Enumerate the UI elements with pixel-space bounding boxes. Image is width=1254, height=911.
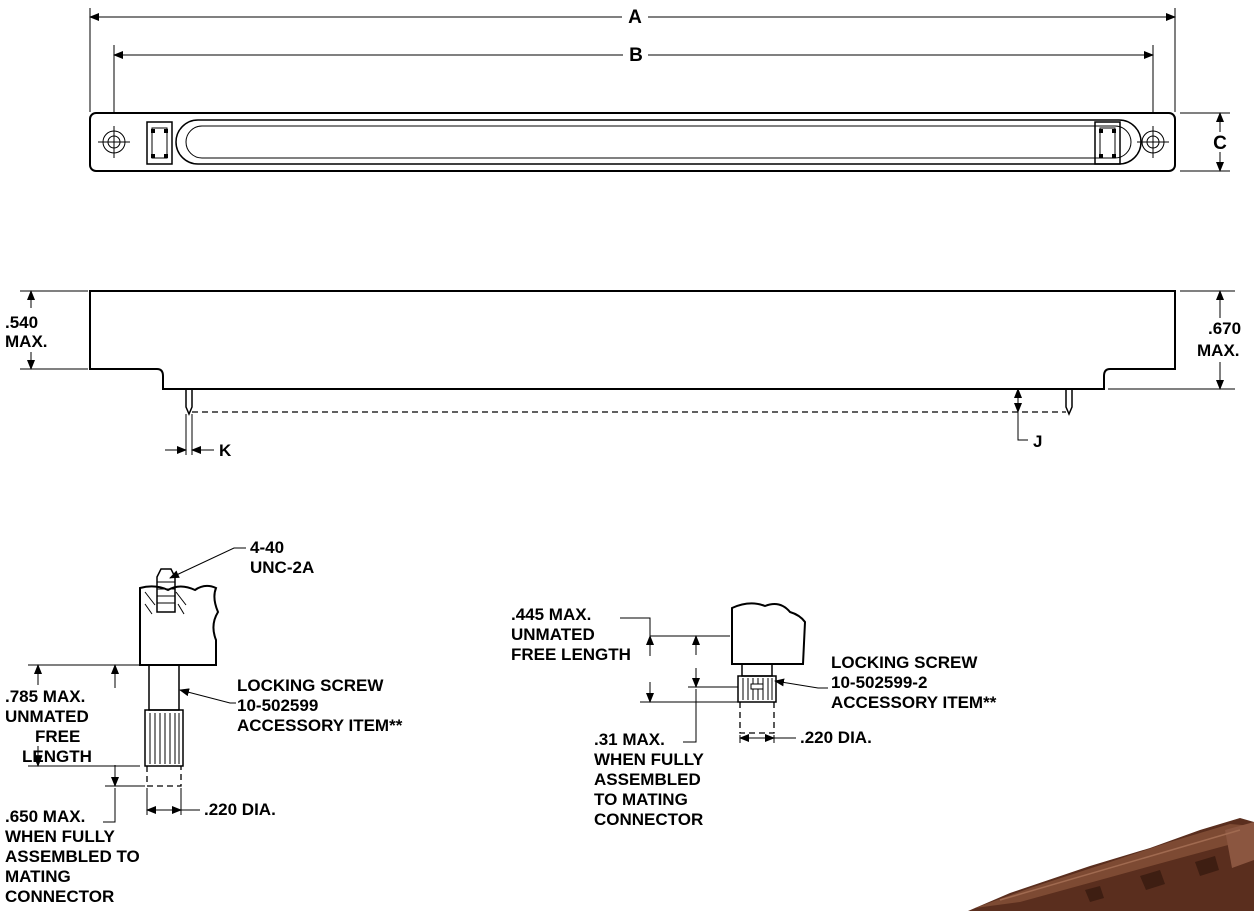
d2-dia: .220 DIA.: [800, 728, 872, 747]
slot-inner: [185, 125, 1132, 159]
d1-assembled-2: WHEN FULLY: [5, 827, 116, 846]
mount-hole-left: [98, 126, 130, 158]
d2-assembled-3: ASSEMBLED: [594, 770, 701, 789]
d2-free-3: FREE LENGTH: [511, 645, 631, 664]
d2-assembled-2: WHEN FULLY: [594, 750, 705, 769]
d2-free-2: UNMATED: [511, 625, 595, 644]
d1-assembled-3: ASSEMBLED TO: [5, 847, 140, 866]
d1-assembled-5: CONNECTOR: [5, 887, 114, 906]
dim-j-label: J: [1033, 432, 1042, 451]
d1-screw-2: 10-502599: [237, 696, 318, 715]
d2-assembled-4: TO MATING: [594, 790, 688, 809]
dim-k-label: K: [219, 441, 232, 460]
side-view: .540 MAX. .670 MAX. J K: [5, 290, 1241, 460]
dim-c-label: C: [1213, 133, 1227, 154]
d1-screw-1: LOCKING SCREW: [237, 676, 384, 695]
d1-assembled-1: .650 MAX.: [5, 807, 85, 826]
latch-left: [146, 121, 173, 165]
pin-right: [1065, 389, 1073, 416]
d1-thread-2: UNC-2A: [250, 558, 314, 577]
d2-assembled-5: CONNECTOR: [594, 810, 703, 829]
dim-a-label: A: [628, 7, 642, 28]
top-view: A B: [89, 7, 1230, 172]
height-right-value: .670: [1208, 319, 1241, 338]
d2-assembled-1: .31 MAX.: [594, 730, 665, 749]
d1-screw-3: ACCESSORY ITEM**: [237, 716, 403, 735]
pin-left: [185, 389, 193, 416]
latch-right: [1094, 121, 1121, 165]
d1-dia: .220 DIA.: [204, 800, 276, 819]
height-left-value: .540: [5, 313, 38, 332]
d1-free-2: UNMATED: [5, 707, 89, 726]
height-right-max: MAX.: [1197, 341, 1240, 360]
connector-top-outline: [89, 112, 1176, 172]
d1-thread-1: 4-40: [250, 538, 284, 557]
d1-free-1: .785 MAX.: [5, 687, 85, 706]
d1-free-4: LENGTH: [22, 747, 92, 766]
height-left-max: MAX.: [5, 332, 48, 351]
d1-assembled-4: MATING: [5, 867, 71, 886]
d2-free-1: .445 MAX.: [511, 605, 591, 624]
screw-detail-1: 4-40 UNC-2A .785 MAX. UNMATED FREE LENGT…: [5, 538, 403, 906]
d2-screw-2: 10-502599-2: [831, 673, 927, 692]
mount-hole-right: [1137, 126, 1169, 158]
connector-side-outline: [89, 290, 1176, 390]
d1-free-3: FREE: [35, 727, 80, 746]
dim-b-label: B: [629, 45, 643, 66]
d2-screw-1: LOCKING SCREW: [831, 653, 978, 672]
screw-detail-2: .445 MAX. UNMATED FREE LENGTH .31 MAX. W…: [511, 602, 997, 829]
connector-photo-fragment: [968, 818, 1254, 911]
d2-screw-3: ACCESSORY ITEM**: [831, 693, 997, 712]
